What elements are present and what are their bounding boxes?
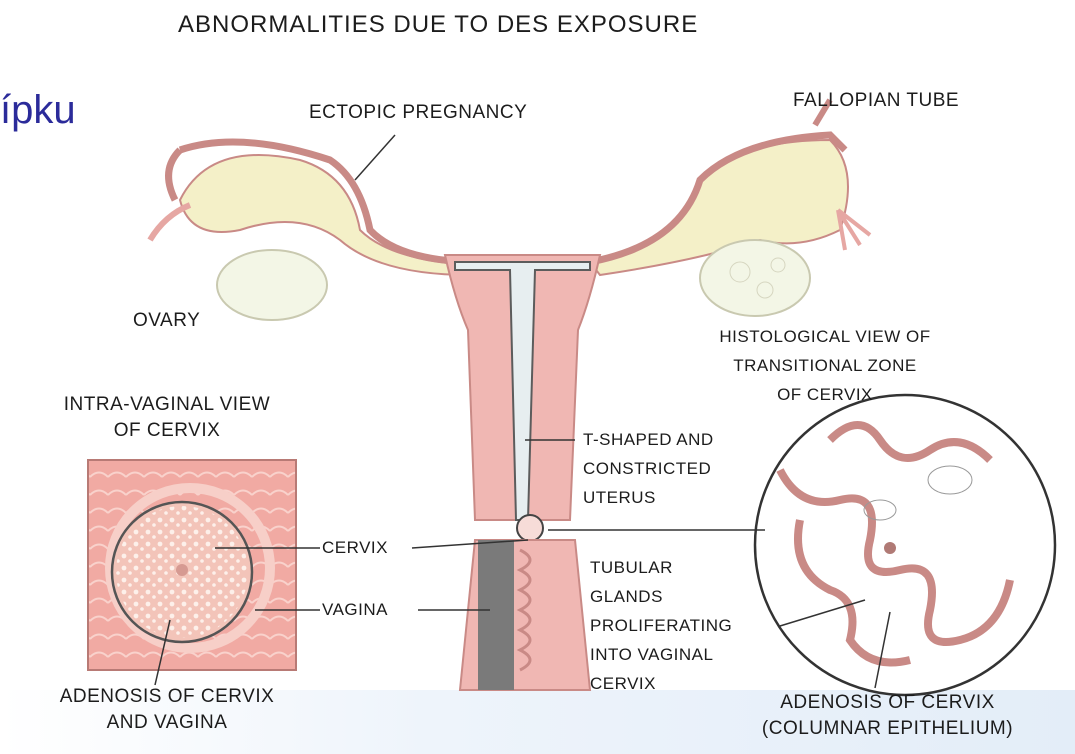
slide-text-fragment: ípku <box>0 88 76 133</box>
diagram-title: ABNORMALITIES DUE TO DES EXPOSURE <box>178 12 698 38</box>
left-ovary <box>217 250 327 320</box>
cervix-marker <box>517 515 543 541</box>
label-t-shaped-uterus: T-SHAPED AND CONSTRICTED UTERUS <box>583 425 714 512</box>
label-intravaginal-view: INTRA-VAGINAL VIEW OF CERVIX <box>12 392 322 444</box>
label-ectopic-pregnancy: ECTOPIC PREGNANCY <box>309 100 527 126</box>
label-vagina: VAGINA <box>322 595 388 624</box>
label-tubular-glands: TUBULAR GLANDS PROLIFERATING INTO VAGINA… <box>590 553 732 698</box>
label-adenosis-cervix-vagina: ADENOSIS OF CERVIX AND VAGINA <box>12 684 322 736</box>
label-histological-view: HISTOLOGICAL VIEW OF TRANSITIONAL ZONE O… <box>680 322 970 409</box>
label-cervix: CERVIX <box>322 533 388 562</box>
label-ovary: OVARY <box>133 308 200 334</box>
right-ovary <box>700 240 810 316</box>
label-fallopian-tube: FALLOPIAN TUBE <box>793 88 959 114</box>
label-adenosis-columnar: ADENOSIS OF CERVIX (COLUMNAR EPITHELIUM) <box>705 690 1070 742</box>
